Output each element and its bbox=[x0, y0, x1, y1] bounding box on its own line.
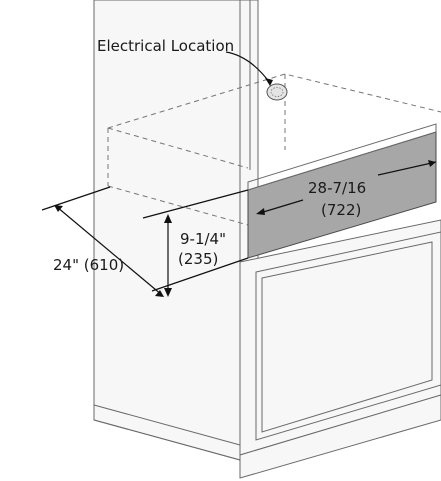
width-dimension bbox=[256, 160, 437, 215]
depth-label: 24" (610) bbox=[53, 256, 124, 274]
electrical-location-label: Electrical Location bbox=[97, 37, 234, 55]
lower-cabinet bbox=[93, 219, 441, 479]
height-inch-label: 9-1/4" bbox=[180, 230, 226, 248]
height-mm-label: (235) bbox=[178, 250, 218, 268]
electrical-outlet-icon bbox=[266, 83, 288, 101]
oven-cavity-outline bbox=[107, 73, 441, 226]
width-mm-label: (722) bbox=[321, 201, 361, 219]
width-inch-label: 28-7/16 bbox=[308, 179, 366, 197]
height-dimension bbox=[142, 189, 249, 297]
cutout-opening bbox=[247, 123, 437, 259]
depth-dimension bbox=[41, 186, 164, 297]
